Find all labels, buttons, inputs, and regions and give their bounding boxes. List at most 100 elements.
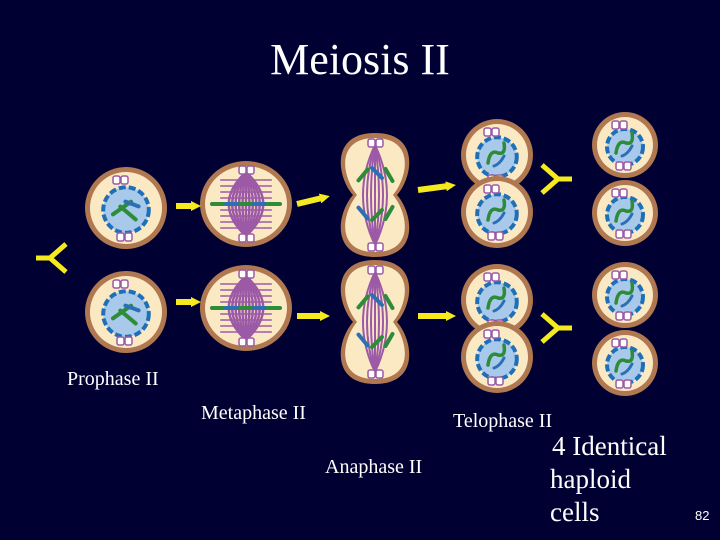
telophase-cell-2 — [461, 176, 533, 248]
split-arrow-prophase — [36, 242, 68, 274]
centriole — [619, 188, 628, 198]
chromatid — [383, 166, 395, 184]
centriole — [367, 369, 376, 379]
centriole — [112, 175, 121, 185]
chromosome — [383, 204, 395, 222]
centriole — [124, 232, 133, 242]
chromosome — [486, 343, 507, 367]
chromosome — [356, 294, 370, 310]
nuclear-envelope — [605, 195, 645, 235]
chromatid — [356, 205, 370, 221]
chromatid — [118, 204, 138, 222]
centriole — [120, 175, 129, 185]
spindle-fiber — [374, 271, 388, 373]
centriole — [238, 269, 247, 279]
centriole — [238, 165, 247, 175]
centriole — [491, 184, 500, 194]
centriole — [367, 265, 376, 275]
daughter-cell-3 — [592, 262, 658, 328]
anaphase-cell-bottom — [340, 260, 410, 384]
daughter-cell-4 — [592, 330, 658, 396]
chromatid — [383, 204, 395, 222]
centriole — [615, 379, 624, 389]
centriole — [623, 229, 632, 239]
chromosome — [620, 212, 634, 226]
result-line-2: haploid — [550, 464, 631, 494]
chromatid — [123, 199, 141, 209]
chromosome — [123, 303, 141, 313]
centriole — [375, 265, 384, 275]
centriole — [491, 329, 500, 339]
spindle-fiber — [374, 271, 380, 373]
chromosome — [123, 199, 141, 209]
chromosome — [614, 131, 635, 155]
centriole — [611, 338, 620, 348]
chromosome — [492, 356, 506, 370]
centriole — [116, 336, 125, 346]
chromosome — [614, 199, 635, 223]
spindle-fiber — [374, 144, 388, 246]
daughter-cell-2 — [592, 180, 658, 246]
page-number: 82 — [695, 508, 710, 523]
spindle-fiber — [362, 144, 376, 246]
centriole — [375, 369, 384, 379]
centriole — [495, 231, 504, 241]
prophase-cell-bottom — [85, 271, 167, 353]
nuclear-envelope — [475, 192, 519, 236]
label-result: 4 Identical haploid cells — [550, 430, 690, 529]
centriole — [124, 336, 133, 346]
result-line-3: cells — [550, 497, 600, 527]
centriole — [491, 127, 500, 137]
centriole — [483, 184, 492, 194]
arrow-anaphase-telophase-top — [417, 181, 456, 193]
centriole — [611, 270, 620, 280]
chromosome — [356, 332, 370, 348]
chromatid — [370, 335, 384, 349]
centriole — [238, 233, 247, 243]
centriole — [246, 165, 255, 175]
spindle-fiber — [370, 271, 376, 373]
chromosome — [486, 141, 507, 165]
centriole — [238, 337, 247, 347]
metaphase-cell-bottom — [200, 265, 292, 351]
centriole — [487, 231, 496, 241]
anaphase-cell-top — [340, 133, 410, 257]
centriole — [615, 311, 624, 321]
chromatid — [383, 293, 395, 311]
chromosome — [486, 198, 507, 222]
centriole — [483, 272, 492, 282]
centriole — [619, 270, 628, 280]
chromatid — [356, 332, 370, 348]
chromosome — [370, 208, 384, 222]
centriole — [491, 272, 500, 282]
centriole — [112, 279, 121, 289]
label-telophase-ii: Telophase II — [453, 410, 553, 432]
centriole — [619, 338, 628, 348]
nuclear-envelope — [475, 135, 519, 179]
label-prophase-ii: Prophase II — [67, 368, 159, 390]
spindle-fiber — [374, 271, 384, 373]
spindle-fiber — [362, 271, 376, 373]
centriole — [623, 161, 632, 171]
chromosome — [383, 331, 395, 349]
centriole — [615, 161, 624, 171]
chromosome — [383, 293, 395, 311]
centriole — [611, 188, 620, 198]
centriole — [246, 233, 255, 243]
centriole — [619, 120, 628, 130]
metaphase-cell-top — [200, 161, 292, 247]
chromosome — [620, 362, 634, 376]
chromosome — [118, 308, 138, 326]
nuclear-envelope — [605, 345, 645, 385]
chromosome — [620, 144, 634, 158]
chromosome — [118, 204, 138, 222]
chromosome — [614, 281, 635, 305]
chromatid — [356, 167, 370, 183]
nuclear-envelope — [475, 337, 519, 381]
centriole — [375, 242, 384, 252]
centriole — [611, 120, 620, 130]
chromosome — [383, 166, 395, 184]
chromosome — [370, 166, 384, 180]
telophase-cell-3 — [461, 264, 533, 336]
